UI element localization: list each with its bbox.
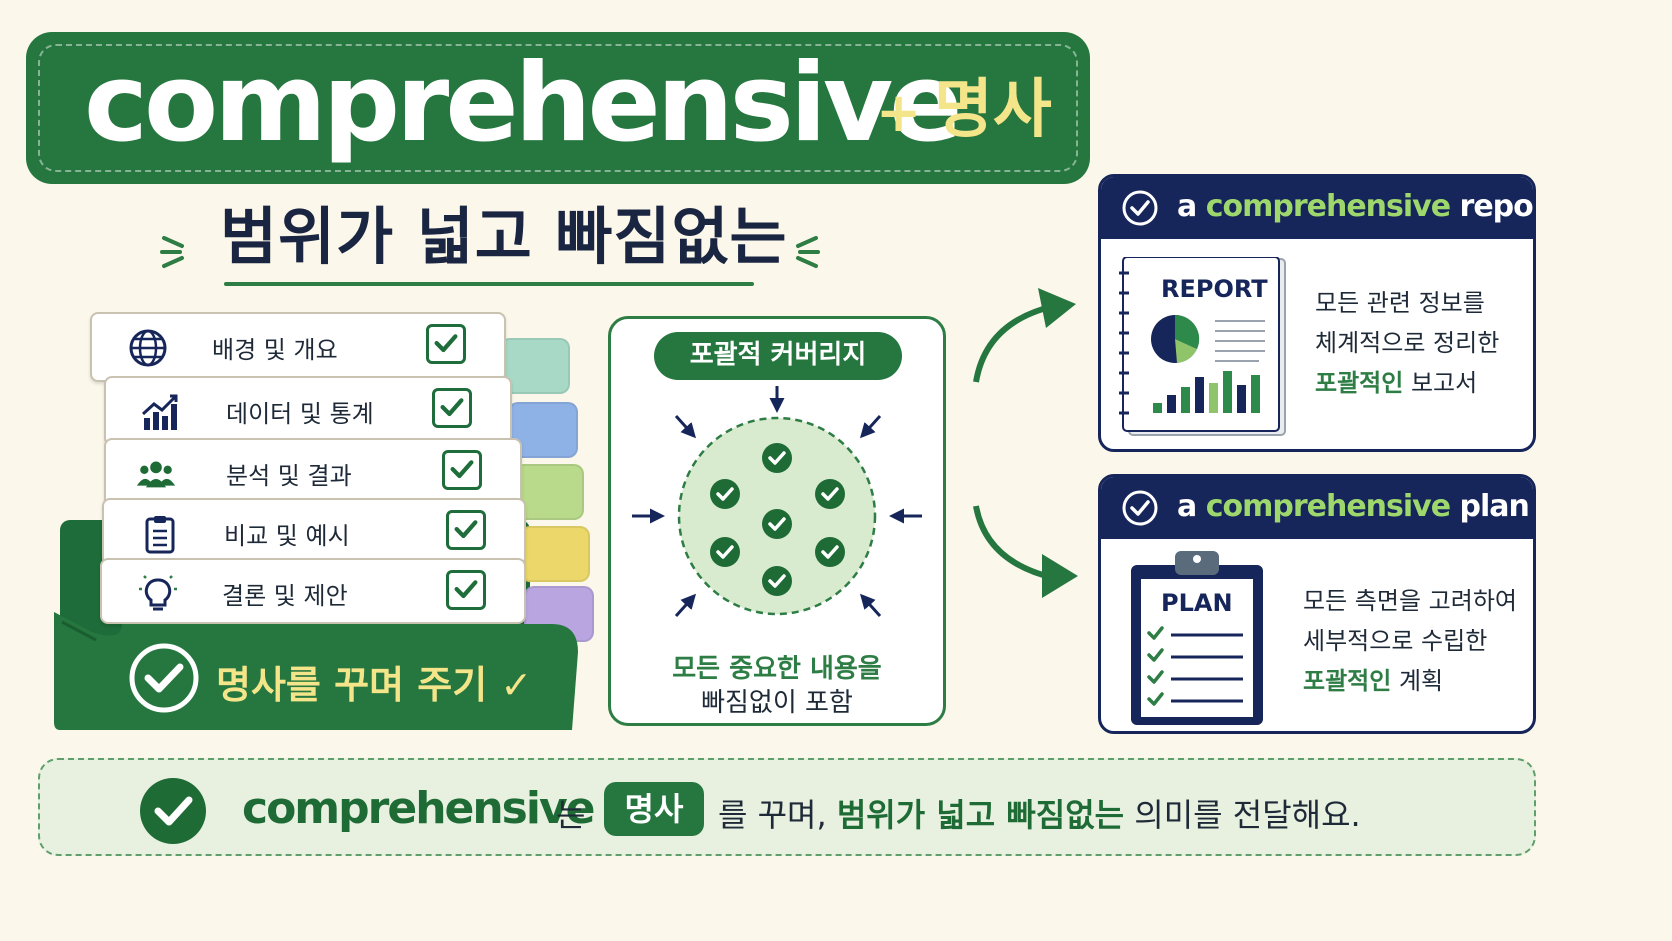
check-circle-icon	[1122, 190, 1158, 226]
summary-noun-pill: 명사	[604, 782, 704, 836]
list-item-label: 데이터 및 통계	[226, 400, 374, 428]
title-plus: +	[876, 81, 922, 144]
folder-label: 명사를 꾸며 주기 ✓	[216, 663, 533, 707]
checkbox-checked[interactable]	[432, 388, 472, 428]
example-card-description: 모든 관련 정보를 체계적으로 정리한 포괄적인 보고서	[1315, 289, 1500, 397]
subtitle-underline	[224, 282, 754, 286]
summary-banner	[38, 758, 1536, 856]
people-icon	[136, 461, 176, 488]
example-card-header: a comprehensive report	[1101, 177, 1533, 239]
list-item-label: 결론 및 제안	[222, 582, 348, 610]
globe-icon	[129, 329, 167, 367]
list-item: 결론 및 제안	[100, 558, 526, 624]
list-item: 배경 및 개요	[90, 312, 506, 382]
list-item: 분석 및 결과	[104, 438, 522, 506]
example-card-report: a comprehensive report REPORT 모든 관련 정보를 …	[1098, 174, 1536, 452]
example-card-description: 모든 측면을 고려하여 세부적으로 수립한 포괄적인 계획	[1303, 587, 1517, 695]
summary-particle: 는	[556, 796, 586, 834]
example-card-title: a comprehensive report	[1177, 189, 1533, 224]
plan-clipboard-icon	[1131, 551, 1263, 725]
summary-word: comprehensive	[242, 783, 595, 834]
clipboard-icon	[145, 516, 175, 554]
summary-text: 를 꾸며, 범위가 넓고 빠짐없는 의미를 전달해요.	[718, 796, 1361, 834]
sparkle-left-icon	[160, 236, 184, 268]
sparkle-right-icon	[796, 236, 820, 268]
title-banner	[26, 32, 1090, 184]
coverage-pill: 포괄적 커버리지	[654, 332, 902, 380]
title-word: comprehensive	[84, 41, 963, 166]
example-card-plan: a comprehensive plan PLAN 모든 측면을 고려하여 세부…	[1098, 474, 1536, 734]
example-card-header: a comprehensive plan	[1101, 477, 1533, 539]
check-circle-icon	[140, 778, 206, 844]
arrow-down-right-icon	[973, 505, 1078, 598]
coverage-circle-diagram	[632, 386, 922, 618]
list-item: 비교 및 예시	[102, 498, 526, 566]
checkbox-checked[interactable]	[446, 510, 486, 550]
check-circle-icon	[1122, 490, 1158, 526]
checkbox-checked[interactable]	[426, 324, 466, 364]
arrow-up-right-icon	[973, 288, 1076, 383]
check-circle-icon	[129, 643, 199, 713]
example-card-title: a comprehensive plan	[1177, 489, 1530, 524]
subtitle: 범위가 넓고 빠짐없는	[220, 200, 788, 273]
report-document-icon	[1119, 257, 1286, 436]
list-item-label: 비교 및 예시	[224, 522, 350, 550]
title-noun: 명사	[934, 73, 1052, 147]
folder-tab-yellow	[520, 526, 590, 582]
bar-chart-icon	[141, 394, 178, 430]
plan-doc-label: PLAN	[1161, 589, 1233, 617]
coverage-text-1: 모든 중요한 내용을	[672, 654, 882, 684]
list-item: 데이터 및 통계	[104, 376, 512, 446]
report-doc-label: REPORT	[1161, 275, 1268, 303]
checkbox-checked[interactable]	[446, 570, 486, 610]
coverage-text-2: 빠짐없이 포함	[701, 688, 853, 718]
lightbulb-icon	[139, 575, 177, 611]
list-item-label: 분석 및 결과	[226, 462, 352, 490]
list-item-label: 배경 및 개요	[212, 336, 338, 364]
checkbox-checked[interactable]	[442, 450, 482, 490]
